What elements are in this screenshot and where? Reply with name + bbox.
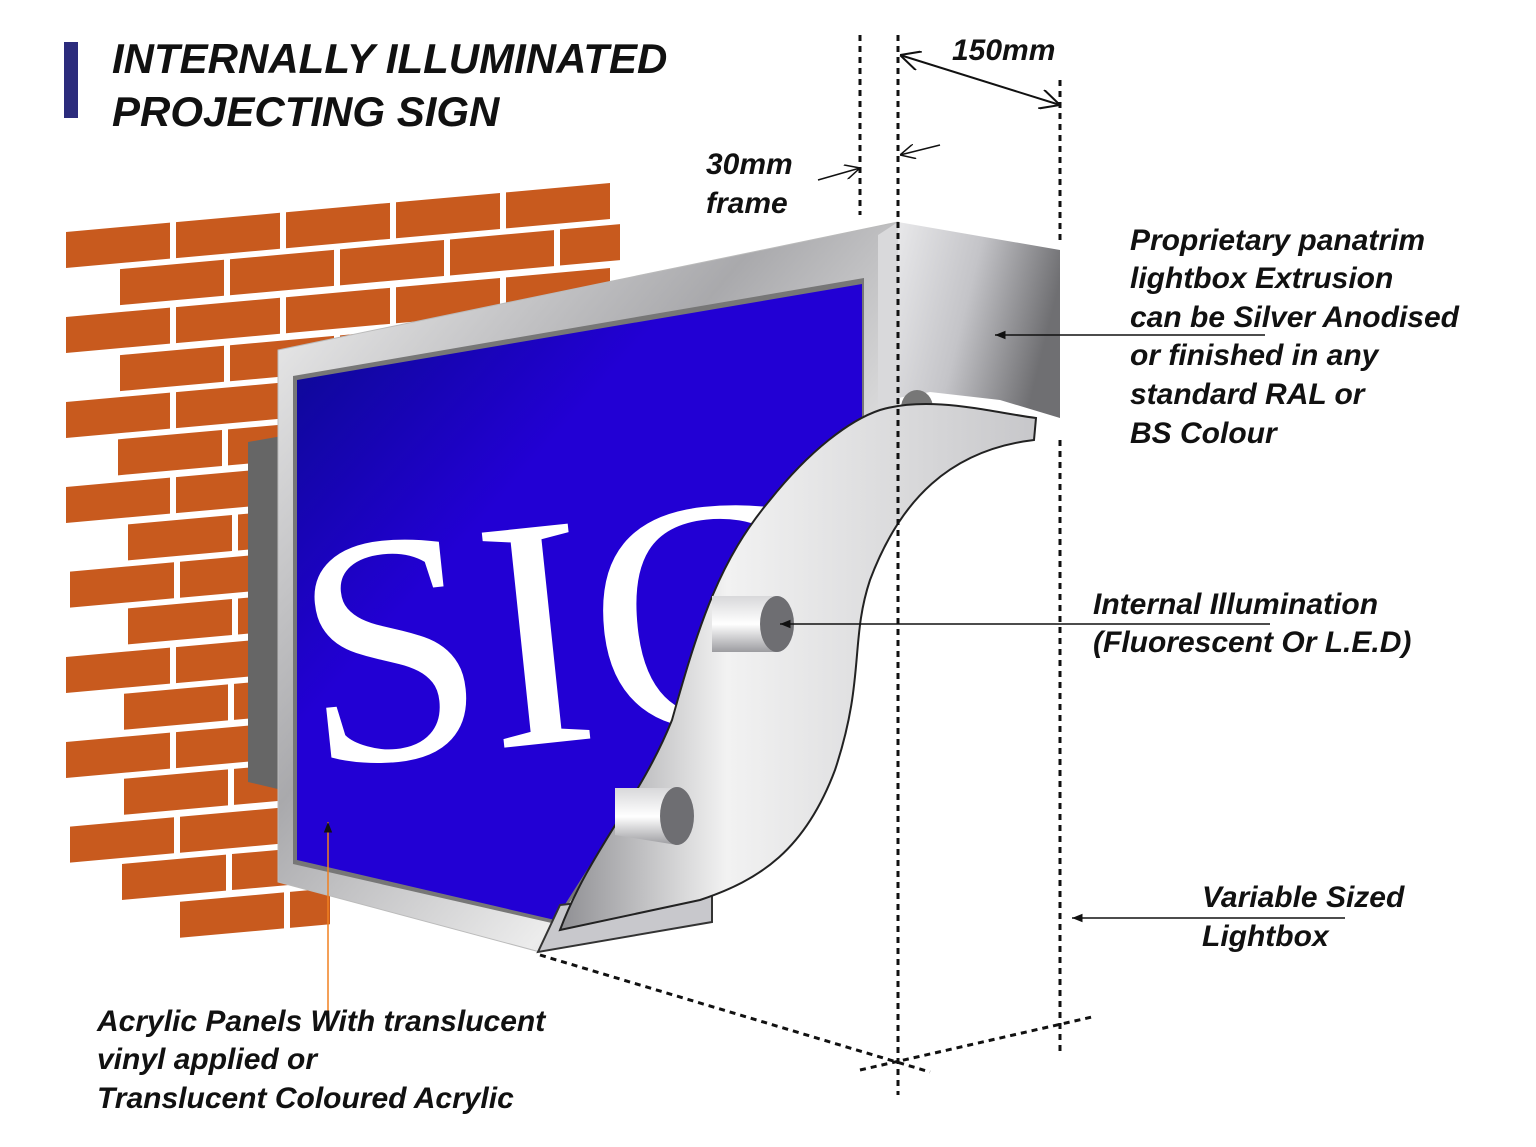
extrusion-note-line: BS Colour (1130, 417, 1279, 450)
illumination-note-line: (Fluorescent Or L.E.D) (1093, 626, 1411, 659)
illumination-note-line: Internal Illumination (1093, 588, 1378, 621)
brick (66, 222, 170, 268)
extrusion-note-line: can be Silver Anodised (1130, 301, 1460, 334)
acrylic-panel (297, 284, 862, 920)
brick (124, 684, 228, 730)
brick (560, 224, 620, 266)
frame-label-2: frame (706, 187, 788, 220)
brick (290, 888, 330, 928)
extrusion-note-line: Proprietary panatrim (1130, 224, 1425, 257)
brick (176, 382, 280, 429)
extrusion-note-line: or finished in any (1130, 339, 1380, 372)
extrusion-note-line: lightbox Extrusion (1130, 262, 1393, 295)
brick (180, 807, 284, 853)
brick (118, 429, 222, 476)
brick (120, 259, 224, 306)
lightbox-note-line: Variable Sized (1202, 881, 1405, 914)
brick (450, 230, 554, 276)
brick (396, 192, 500, 239)
extrusion-note-line: standard RAL or (1130, 378, 1367, 411)
fluorescent-tube-upper (712, 596, 794, 652)
brick (180, 892, 284, 938)
panels-note-line: Translucent Coloured Acrylic (97, 1082, 514, 1115)
depth-label: 150mm (952, 34, 1055, 67)
title-line-2: PROJECTING SIGN (112, 88, 501, 135)
fluorescent-tube-lower (615, 787, 694, 845)
brick (286, 287, 390, 334)
wall-mount-plate (248, 436, 282, 790)
panels-note: Acrylic Panels With translucent vinyl ap… (96, 1005, 547, 1115)
brick (176, 297, 280, 344)
lightbox-note-line: Lightbox (1202, 920, 1330, 953)
depth-arrow (900, 55, 1060, 105)
panels-note-line: Acrylic Panels With translucent (96, 1005, 547, 1038)
brick (66, 477, 170, 523)
brick (230, 249, 334, 296)
brick (286, 202, 390, 249)
brick (66, 647, 170, 693)
brick (128, 599, 232, 645)
frame-arrow-left (817, 168, 860, 181)
brick (122, 854, 226, 900)
panels-note-line: vinyl applied or (97, 1043, 319, 1076)
illumination-note: Internal Illumination (Fluorescent Or L.… (1093, 588, 1411, 659)
brick (70, 562, 174, 608)
brick (506, 183, 610, 229)
extrusion-top-side (898, 222, 1060, 418)
extrusion-note: Proprietary panatrim lightbox Extrusion … (1130, 224, 1460, 450)
brick (66, 732, 170, 778)
brick (120, 345, 224, 392)
brick (70, 817, 174, 863)
brick (340, 239, 444, 286)
frame-arrow-right (900, 145, 941, 155)
brick-wall (66, 183, 620, 938)
brick (176, 212, 280, 259)
title-line-1: INTERNALLY ILLUMINATED (112, 35, 667, 82)
extrusion-front-edge (878, 222, 898, 410)
frame-label-1: 30mm (706, 148, 793, 181)
brick (66, 392, 170, 438)
brick (128, 515, 232, 561)
lightbox-note: Variable Sized Lightbox (1202, 881, 1405, 953)
brick (66, 307, 170, 353)
title-accent-bar (64, 42, 78, 118)
brick (124, 769, 228, 815)
